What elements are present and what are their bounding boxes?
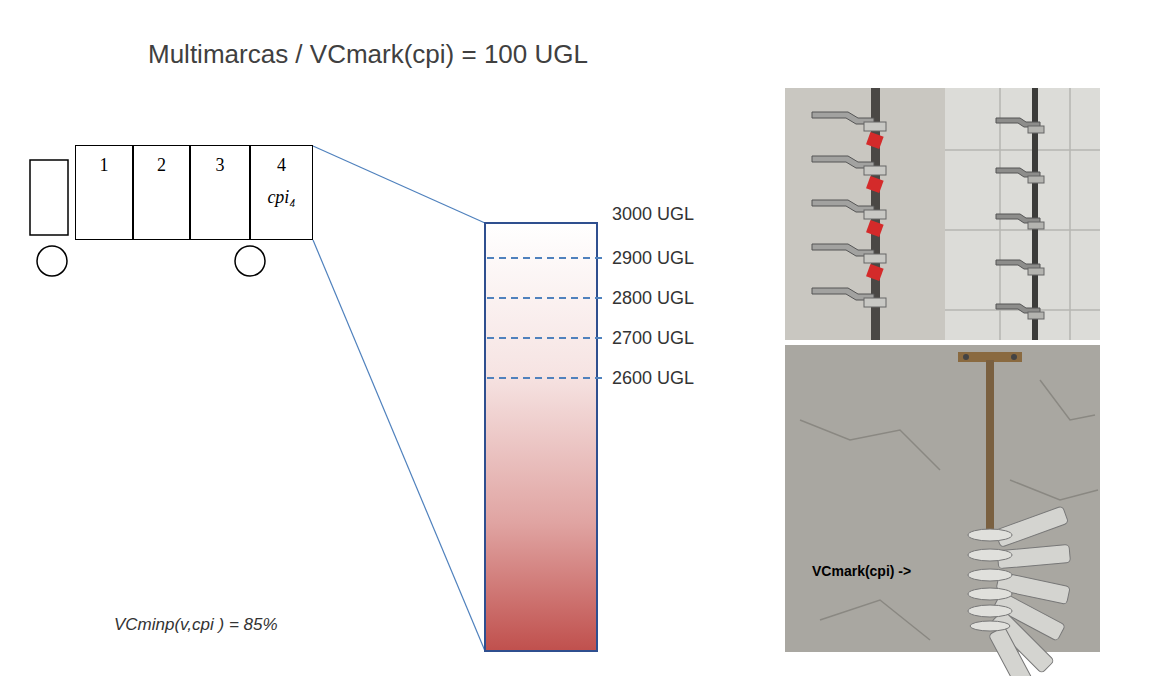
truck-wheel [37,246,67,276]
photo-rod-left [785,88,945,340]
tank-gauge [485,223,597,651]
zoom-line [313,146,485,223]
compartment-box: 3 [190,145,250,240]
compartment-box: 1 [75,145,133,240]
zoom-line [313,240,485,651]
level-value-slot: 3000 UGL [612,203,694,225]
level-marks [487,258,604,378]
level-value: 2800 UGL [612,288,694,308]
compartment-number: 1 [76,154,132,176]
title: Multimarcas / VCmark(cpi) = 100 UGL [148,39,588,69]
photo-spiral-tags [785,345,1100,676]
title-slot: Multimarcas / VCmark(cpi) = 100 UGL [148,38,588,70]
level-value: 2900 UGL [612,248,694,268]
minimum-note: VCminp(v,cpi ) = 85% [114,615,278,634]
level-value-slot: 2800 UGL [612,287,694,309]
truck-cab [30,160,68,235]
minimum-note-slot: VCminp(v,cpi ) = 85% [114,614,278,636]
level-value-slot: 2900 UGL [612,247,694,269]
compartment-number: 3 [191,154,249,176]
photo-callout: VCmark(cpi) -> [812,563,911,579]
compartment-number: 4 [251,154,312,176]
photo-rod-right [945,88,1100,340]
level-value-slot: 2700 UGL [612,327,694,349]
level-value-slot: 2600 UGL [612,367,694,389]
compartment-number: 2 [134,154,189,176]
truck-wheel [235,246,265,276]
compartment-box: 2 [133,145,190,240]
compartment-label: cpi₄ [251,186,312,208]
level-value: 2700 UGL [612,328,694,348]
photo-callout-slot: VCmark(cpi) -> [812,562,911,580]
level-value: 3000 UGL [612,204,694,224]
level-value: 2600 UGL [612,368,694,388]
compartment-box: 4 cpi₄ [250,145,313,240]
